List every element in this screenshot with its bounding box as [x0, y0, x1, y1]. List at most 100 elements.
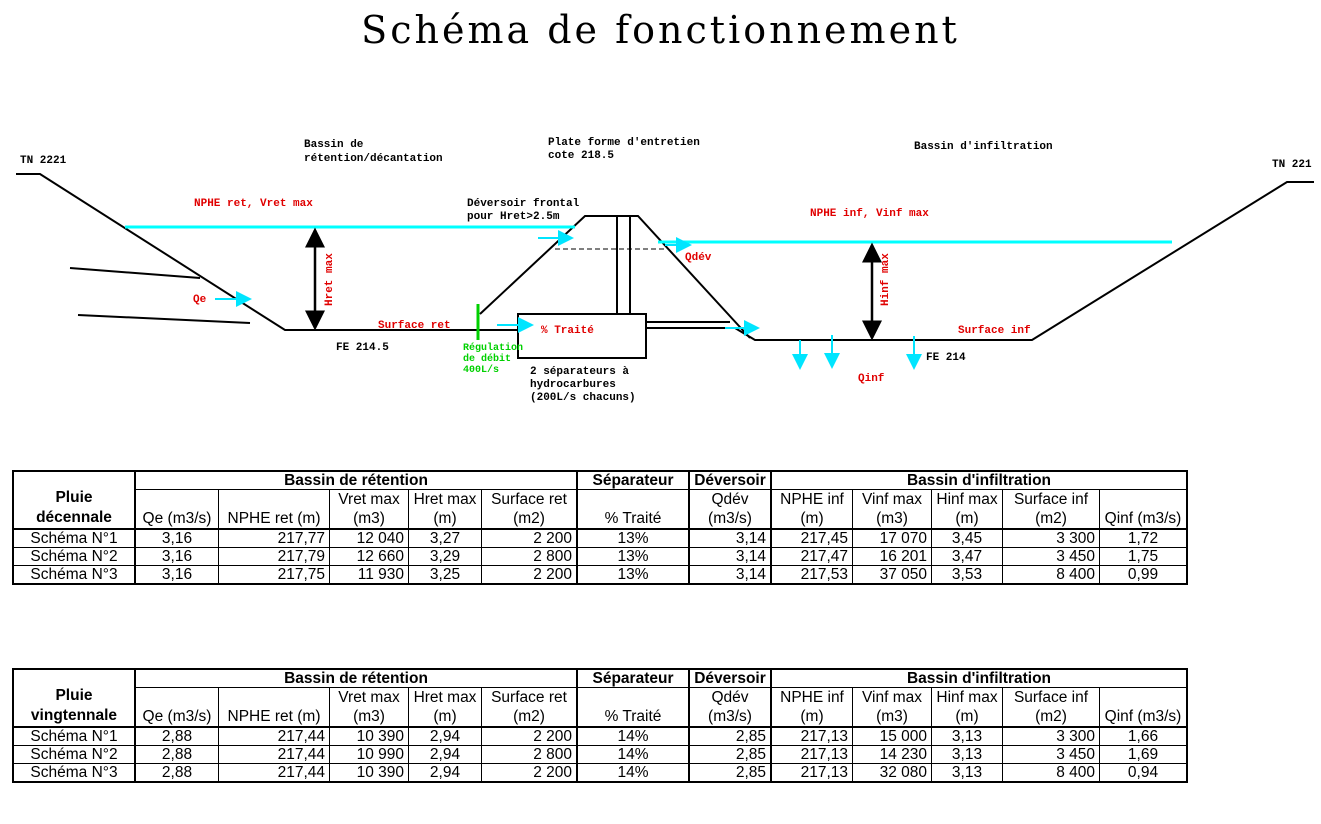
table-cell: 3,29	[408, 547, 482, 566]
column-header-line2: % Traité	[604, 510, 662, 527]
column-header: Vret max (m3)	[329, 687, 409, 728]
table-cell: 217,44	[218, 763, 330, 783]
column-header: Hinf max(m)	[931, 687, 1003, 728]
column-header-line1: Hinf max	[936, 491, 998, 508]
table-cell: 2 800	[481, 745, 578, 764]
deversoir-label-2: pour Hret>2.5m	[467, 211, 560, 223]
column-header: NPHE inf (m)	[770, 489, 853, 530]
column-header-line2: (m)	[433, 708, 457, 725]
results-table-decennale: Pluie décennale Bassin de rétention Sépa…	[12, 470, 1188, 585]
table-title-line1: Pluie	[55, 489, 93, 506]
column-header: Surface inf(m2)	[1002, 489, 1100, 530]
row-label: Schéma N°1	[12, 726, 136, 746]
column-header-line1: Vret max	[338, 491, 400, 508]
column-header: NPHE ret (m)	[218, 489, 330, 530]
bassin-ret-label-1: Bassin de	[304, 139, 364, 151]
table-cell: 217,47	[770, 547, 853, 566]
table-cell: 1,72	[1099, 528, 1188, 548]
column-header-line1: NPHE inf	[780, 689, 844, 706]
tn-left-label: TN 2221	[20, 155, 67, 167]
table-cell: 217,13	[770, 726, 853, 746]
column-header: NPHE inf(m)	[770, 687, 853, 728]
hinf-max-label: Hinf max	[880, 253, 892, 306]
table-cell: 2,85	[688, 745, 772, 764]
table-title-line2: décennale	[36, 509, 112, 526]
row-label: Schéma N°2	[12, 547, 136, 566]
table-cell: 2,94	[408, 763, 482, 783]
table-cell: 217,45	[770, 528, 853, 548]
column-header: Vret max(m3)	[329, 489, 409, 530]
flow-arrows	[215, 230, 922, 370]
column-header-line1: Hret max	[413, 689, 477, 706]
separateur-label-3: (200L/s chacuns)	[530, 392, 636, 404]
table-cell: 0,99	[1099, 565, 1188, 585]
column-header: % Traité	[576, 687, 690, 728]
column-header: Surface inf(m2)	[1002, 687, 1100, 728]
table-cell: 3,25	[408, 565, 482, 585]
column-header-line2: NPHE ret (m)	[227, 708, 321, 725]
plate-forme-label-2: cote 218.5	[548, 150, 614, 162]
table-cell: 12 660	[329, 547, 409, 566]
bassin-ret-label-2: rétention/décantation	[304, 153, 443, 165]
column-header-line1: Hret max	[413, 491, 477, 508]
column-header-line2: (m)	[800, 510, 824, 527]
column-header: Vinf max(m3)	[852, 687, 932, 728]
table-cell: 3,13	[931, 726, 1003, 746]
separateur-label-1: 2 séparateurs à	[530, 366, 629, 378]
group-header: Séparateur	[576, 470, 690, 490]
surface-inf-label: Surface inf	[958, 325, 1031, 337]
column-header-line2: Qe (m3/s)	[142, 510, 212, 527]
column-header: Qinf (m3/s)	[1099, 489, 1188, 530]
row-label: Schéma N°2	[12, 745, 136, 764]
column-header: Qe (m3/s)	[134, 489, 219, 530]
column-header-line2: (m3)	[876, 510, 908, 527]
column-header-line2: (m2)	[513, 708, 545, 725]
nphe-inf-label: NPHE inf, Vinf max	[810, 208, 929, 220]
column-header-line1: Vret max	[338, 689, 400, 706]
fe-right-label: FE 214	[926, 352, 966, 364]
table-cell: 3,14	[688, 547, 772, 566]
table-cell: 2 200	[481, 763, 578, 783]
table-cell: 3,16	[134, 547, 219, 566]
table-cell: 16 201	[852, 547, 932, 566]
table-cell: 14%	[576, 745, 690, 764]
column-header: Hret max (m)	[408, 687, 482, 728]
column-header: Qinf (m3/s)	[1099, 687, 1188, 728]
row-label: Schéma N°3	[12, 763, 136, 783]
column-header-line1: NPHE inf	[780, 491, 844, 508]
table-cell: 13%	[576, 528, 690, 548]
table-cell: 3 450	[1002, 547, 1100, 566]
table-cell: 217,44	[218, 745, 330, 764]
table-cell: 2,94	[408, 726, 482, 746]
table-cell: 217,53	[770, 565, 853, 585]
table-cell: 14 230	[852, 745, 932, 764]
column-header-line1: Vinf max	[861, 689, 923, 706]
table-cell: 3,45	[931, 528, 1003, 548]
bassin-inf-label: Bassin d'infiltration	[914, 141, 1053, 153]
table-cell: 2,88	[134, 745, 219, 764]
table-title: Pluie décennale	[12, 470, 136, 530]
group-header: Bassin de rétention	[134, 668, 578, 688]
table-cell: 32 080	[852, 763, 932, 783]
column-header: Qdév (m3/s)	[688, 687, 772, 728]
table-cell: 10 990	[329, 745, 409, 764]
regulation-label-2: de débit	[463, 353, 511, 365]
table-cell: 14%	[576, 763, 690, 783]
row-label: Schéma N°1	[12, 528, 136, 548]
column-header-line2: (m3)	[353, 708, 385, 725]
nphe-ret-label: NPHE ret, Vret max	[194, 198, 313, 210]
tn-right-label: TN 221	[1272, 159, 1312, 171]
results-table-vingtennale: Pluie vingtennale Bassin de rétention Sé…	[12, 668, 1188, 783]
table-cell: 3 300	[1002, 528, 1100, 548]
column-header-line2: (m2)	[1035, 708, 1067, 725]
table-cell: 3,47	[931, 547, 1003, 566]
column-header-line2: (m3/s)	[708, 708, 752, 725]
regulation-label-1: Régulation	[463, 342, 523, 354]
column-header: Qdév(m3/s)	[688, 489, 772, 530]
column-header-line2: Qe (m3/s)	[142, 708, 212, 725]
column-header-line1: Hinf max	[936, 689, 998, 706]
plate-forme-label-1: Plate forme d'entretien	[548, 137, 700, 149]
column-header-line1: Qdév	[711, 689, 749, 706]
table-cell: 217,44	[218, 726, 330, 746]
